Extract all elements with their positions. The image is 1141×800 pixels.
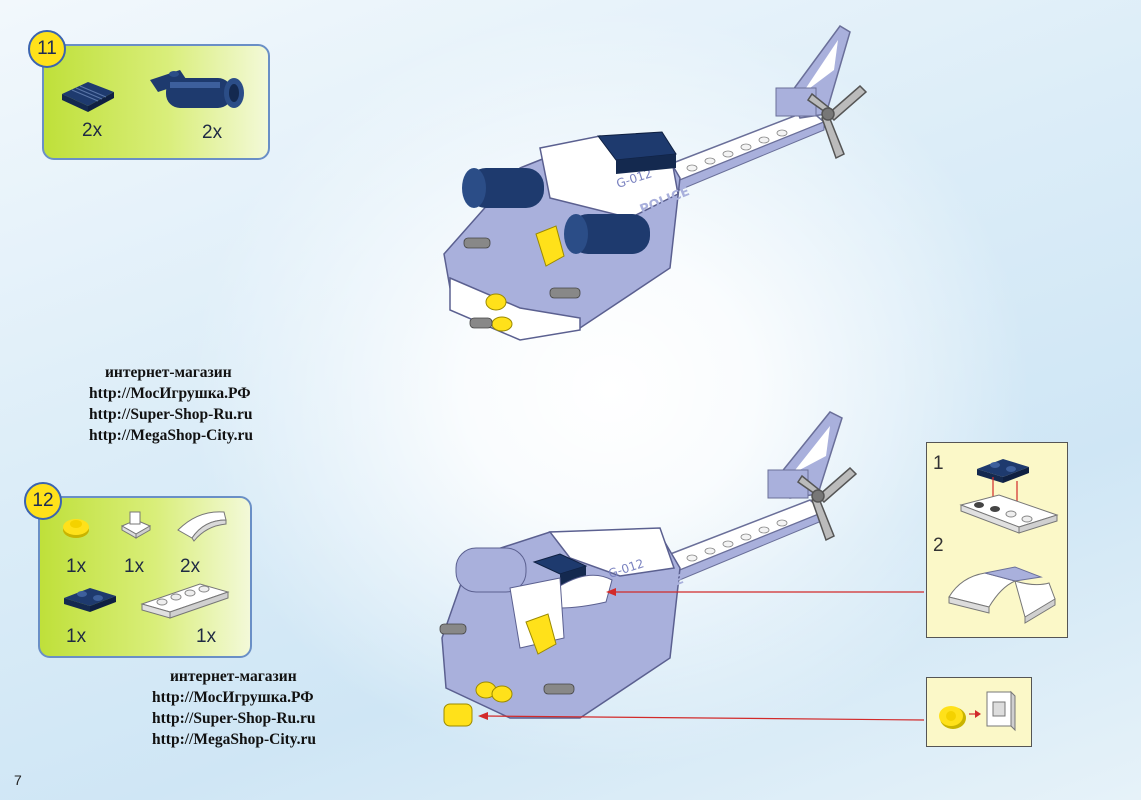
dark-blue-1x2-plate-icon xyxy=(977,459,1029,483)
sub-step-2-label: 2 xyxy=(933,535,944,556)
clip-inset-arrow xyxy=(969,710,981,718)
shop-heading: интернет-магазин xyxy=(170,668,297,685)
white-clip-plate-icon xyxy=(986,690,1016,732)
white-1x4-plate-icon xyxy=(959,494,1059,534)
step-12-quantity-4: 1x xyxy=(66,626,87,647)
page-number: 7 xyxy=(14,772,22,788)
step-12-badge: 12 xyxy=(24,482,62,520)
clip-inset xyxy=(926,677,1032,747)
shop-heading: интернет-магазин xyxy=(105,364,232,381)
step-12-quantity-3: 2x xyxy=(180,556,201,577)
helicopter-step-12-illustration: G-012 POLICE xyxy=(439,411,858,727)
shop-link-megashop[interactable]: http://MegaShop-City.ru xyxy=(89,427,254,444)
yellow-round-plate-icon xyxy=(63,519,89,538)
arrow-line-lower xyxy=(483,715,925,721)
arrow-head-lower xyxy=(478,712,488,720)
shop-info-block-bottom: интернет-магазин http://МосИгрушка.РФ ht… xyxy=(152,666,316,750)
arrow-head-upper xyxy=(606,588,616,596)
sub-step-1-label: 1 xyxy=(933,453,944,474)
dark-blue-1x2-plate-icon xyxy=(64,588,116,612)
engine-cylinder-icon xyxy=(150,70,244,108)
yellow-round-plate-icon xyxy=(939,706,966,729)
shop-link-super-shop[interactable]: http://Super-Shop-Ru.ru xyxy=(152,710,316,727)
step-11-quantity-1: 2x xyxy=(82,120,103,141)
shop-link-mosigrushka[interactable]: http://МосИгрушка.РФ xyxy=(89,385,251,402)
step-12-quantity-5: 1x xyxy=(196,626,217,647)
shop-info-block-top: интернет-магазин http://МосИгрушка.РФ ht… xyxy=(89,362,253,446)
step-11-parts-box: 2x 2x xyxy=(42,44,270,160)
step-12-parts-box: 1x 1x 2x 1x 1x xyxy=(38,496,252,658)
sub-assembly-inset: 1 2 xyxy=(926,442,1068,638)
dark-blue-slope-brick-icon xyxy=(62,82,114,112)
helicopter-step-11-illustration: G-012 POLICE xyxy=(443,25,868,341)
white-1x4-plate-icon xyxy=(140,583,230,619)
white-curved-slope-assembly-icon xyxy=(948,566,1056,624)
yellow-round-plate-attached-icon xyxy=(443,703,473,727)
shop-link-super-shop[interactable]: http://Super-Shop-Ru.ru xyxy=(89,406,253,423)
white-clip-plate-icon xyxy=(120,511,152,539)
shop-link-megashop[interactable]: http://MegaShop-City.ru xyxy=(152,731,317,748)
step-11-quantity-2: 2x xyxy=(202,122,223,143)
white-curved-slope-icon xyxy=(177,511,227,542)
step-11-badge: 11 xyxy=(28,30,66,68)
shop-link-mosigrushka[interactable]: http://МосИгрушка.РФ xyxy=(152,689,314,706)
step-12-quantity-1: 1x xyxy=(66,556,87,577)
step-12-quantity-2: 1x xyxy=(124,556,145,577)
